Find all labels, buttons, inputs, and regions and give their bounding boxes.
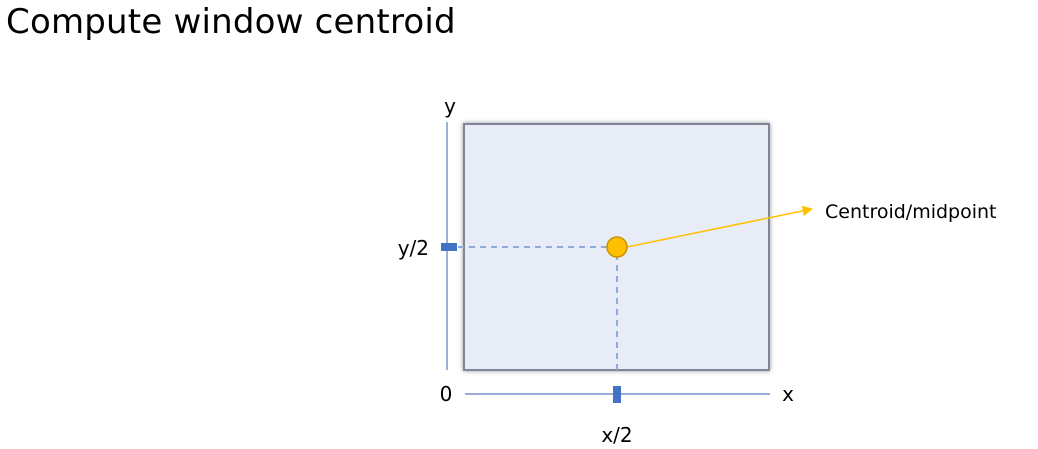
x-mid-tick [613,386,621,403]
centroid-point [606,236,628,258]
x-axis-label: x [782,382,794,406]
y-mid-label: y/2 [398,236,429,260]
centroid-label: Centroid/midpoint [825,201,997,223]
y-mid-tick [441,243,457,251]
page-title: Compute window centroid [6,2,456,42]
x-mid-label: x/2 [601,423,632,447]
centroid-arrow [626,205,814,248]
origin-label: 0 [440,382,453,406]
y-axis-label: y [444,94,456,118]
